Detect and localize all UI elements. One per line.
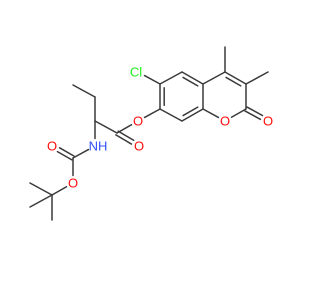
atom-label-cl: Cl	[130, 65, 142, 80]
bond-C5-O_carb-b	[246, 106, 264, 117]
atom-label-o-carb: O	[263, 114, 273, 129]
atom-label-o-ring: O	[220, 114, 230, 129]
bond-C8-C6	[181, 71, 204, 85]
bond-C8-C9	[202, 71, 226, 85]
bond-C3-Cl	[143, 74, 161, 85]
bond-O_boc2-C_t	[51, 185, 68, 196]
atom-label-n: NH	[89, 139, 108, 154]
bond-O_ring-C4	[202, 108, 220, 119]
bond-C_est-C_alpha	[94, 120, 118, 134]
bond-C9-C10-inner	[225, 76, 242, 87]
bond-C1-C4	[181, 108, 204, 122]
bond-C8-C6-inner	[182, 76, 199, 87]
bond-C_est-O_est2-b	[117, 130, 135, 142]
bond-C10-Me2	[245, 71, 269, 85]
bond-C_boc-O_boc1-a	[58, 147, 75, 157]
bond-C_boc-O_boc1-b	[56, 150, 73, 161]
bond-C_eth1-C_eth2	[72, 84, 96, 98]
bond-N-C_boc	[72, 148, 90, 159]
bond-C2-O_est	[143, 108, 161, 119]
atom-label-o-est2: O	[134, 139, 144, 154]
bond-C_t-C_tm1	[29, 182, 53, 196]
atom-label-o-est: O	[133, 114, 143, 129]
bond-C6-C3	[159, 71, 183, 85]
bond-C1-C4-inner	[182, 106, 199, 117]
bond-C_est-O_est2-a	[115, 134, 133, 145]
bond-C2-C1	[159, 108, 183, 122]
bond-C5-O_carb-a	[244, 110, 262, 121]
bond-C5-O_ring	[230, 108, 247, 119]
bond-C_t-C_tm2	[29, 194, 53, 208]
atom-label-o-boc2: O	[68, 176, 78, 191]
bond-C9-C10	[224, 71, 247, 85]
atom-label-o-boc1: O	[47, 139, 57, 154]
